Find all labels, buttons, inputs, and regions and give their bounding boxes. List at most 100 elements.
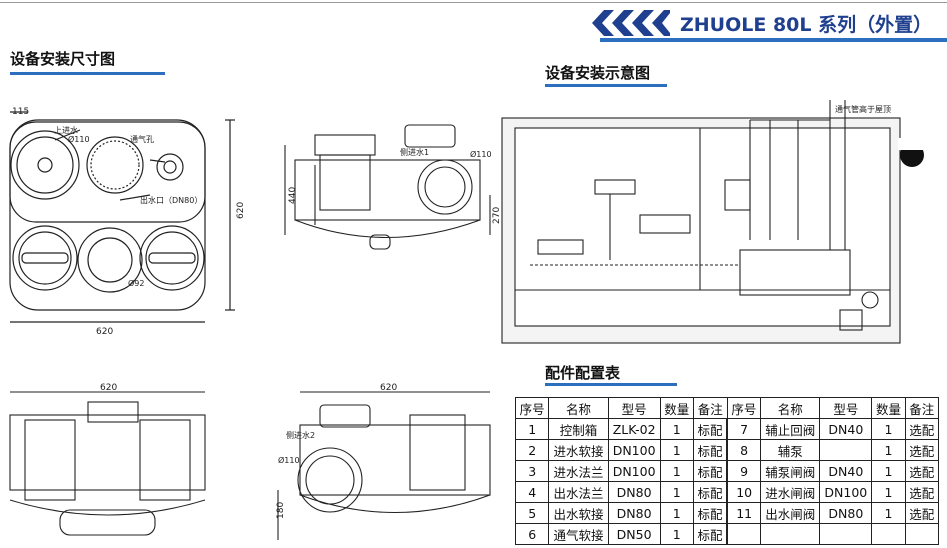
cell: 1 bbox=[514, 418, 550, 440]
section-title-installation: 设备安装示意图 bbox=[545, 64, 651, 82]
chevron-arrows-icon bbox=[592, 10, 670, 36]
col-header: 序号 bbox=[514, 397, 550, 419]
cell: 进水闸阀 bbox=[760, 481, 821, 503]
cell: 选配 bbox=[904, 439, 940, 461]
cell: 选配 bbox=[904, 502, 940, 524]
cell: 11 bbox=[726, 502, 762, 524]
cell: 10 bbox=[726, 481, 762, 503]
col-header: 序号 bbox=[726, 397, 762, 419]
col-header: 型号 bbox=[607, 397, 661, 419]
cell: 选配 bbox=[904, 418, 940, 440]
cell: 出水法兰 bbox=[548, 481, 609, 503]
cell: 1 bbox=[659, 439, 694, 461]
table-row: 6 通气软接 DN50 1 标配 bbox=[514, 523, 940, 545]
col-header: 备注 bbox=[692, 397, 728, 419]
cell: 3 bbox=[514, 460, 550, 482]
top-view-drawing: 115 上进水 Ø110 通气孔 出水口（DN80） Ø92 620 620 bbox=[9, 107, 246, 337]
cell: 选配 bbox=[904, 460, 940, 482]
section-underline bbox=[545, 383, 677, 386]
col-header: 名称 bbox=[548, 397, 609, 419]
cell: 出水闸阀 bbox=[760, 502, 821, 524]
cell: 选配 bbox=[904, 481, 940, 503]
cell: 1 bbox=[871, 502, 906, 524]
cell: 辅止回阀 bbox=[760, 418, 821, 440]
dim-620: 620 bbox=[380, 383, 397, 393]
section-underline bbox=[545, 84, 667, 87]
table-row: 5 出水软接 DN80 1 标配 11 出水闸阀 DN80 1 选配 bbox=[514, 502, 940, 524]
cell: 标配 bbox=[692, 439, 728, 461]
cell: 出水软接 bbox=[548, 502, 609, 524]
col-header: 数量 bbox=[871, 397, 906, 419]
cell: 标配 bbox=[692, 523, 728, 545]
cell: 标配 bbox=[692, 502, 728, 524]
cell: 1 bbox=[659, 481, 694, 503]
side-inlet-2-label: 侧进水2 bbox=[286, 430, 315, 440]
cell: 1 bbox=[659, 502, 694, 524]
side-view-1-drawing: 侧进水1 Ø110 440 270 bbox=[284, 124, 500, 250]
section-title-parts: 配件配置表 bbox=[545, 364, 621, 382]
cell: 通气软接 bbox=[548, 523, 609, 545]
cell: 9 bbox=[726, 460, 762, 482]
cell: 进水法兰 bbox=[548, 460, 609, 482]
cell: 1 bbox=[871, 460, 906, 482]
cell: 1 bbox=[659, 418, 694, 440]
cell: 1 bbox=[659, 460, 694, 482]
cell: DN80 bbox=[819, 502, 873, 524]
installation-diagram: 通气管高于屋顶 bbox=[501, 100, 926, 344]
header-bar bbox=[600, 38, 947, 42]
cell: 7 bbox=[726, 418, 762, 440]
cell: 6 bbox=[514, 523, 550, 545]
cell bbox=[760, 523, 821, 545]
cell: 1 bbox=[871, 481, 906, 503]
table-row: 1 控制箱 ZLK-02 1 标配 7 辅止回阀 DN40 1 选配 bbox=[514, 418, 940, 440]
cell bbox=[871, 523, 906, 545]
cell bbox=[819, 523, 873, 545]
dim-270: 270 bbox=[492, 207, 500, 224]
cell: DN50 bbox=[607, 523, 661, 545]
inlet-top-label: 上进水 bbox=[54, 125, 78, 135]
cell: 标配 bbox=[692, 460, 728, 482]
cell: 控制箱 bbox=[548, 418, 609, 440]
cell bbox=[904, 523, 940, 545]
dim-620-vertical: 620 bbox=[236, 202, 246, 219]
cell: 辅泵 bbox=[760, 439, 821, 461]
series-title: ZHUOLE 80L 系列（外置） bbox=[680, 13, 933, 36]
dim-620-horizontal: 620 bbox=[96, 327, 113, 337]
phi110-label: Ø110 bbox=[470, 149, 492, 159]
cell: 1 bbox=[659, 523, 694, 545]
table-row: 4 出水法兰 DN80 1 标配 10 进水闸阀 DN100 1 选配 bbox=[514, 481, 940, 503]
cell: DN100 bbox=[607, 460, 661, 482]
cell: 5 bbox=[514, 502, 550, 524]
cell: DN40 bbox=[819, 418, 873, 440]
col-header: 型号 bbox=[819, 397, 873, 419]
cell: 1 bbox=[871, 439, 906, 461]
vent-note-label: 通气管高于屋顶 bbox=[835, 104, 891, 114]
phi110-label: Ø110 bbox=[68, 134, 90, 144]
cell: DN80 bbox=[607, 502, 661, 524]
phi110-label: Ø110 bbox=[278, 455, 300, 465]
cell: DN100 bbox=[819, 481, 873, 503]
dim-620: 620 bbox=[100, 383, 117, 393]
table-header-row: 序号 名称 型号 数量 备注 序号 名称 型号 数量 备注 bbox=[514, 397, 940, 419]
outlet-label: 出水口（DN80） bbox=[140, 195, 202, 205]
cell: 2 bbox=[514, 439, 550, 461]
cell: DN100 bbox=[607, 439, 661, 461]
cell bbox=[726, 523, 762, 545]
dim-440: 440 bbox=[288, 187, 298, 204]
top-rule bbox=[0, 2, 947, 3]
phi92-label: Ø92 bbox=[128, 278, 144, 288]
col-header: 数量 bbox=[659, 397, 694, 419]
side-inlet-1-label: 侧进水1 bbox=[400, 147, 429, 157]
vent-hole-label: 通气孔 bbox=[130, 134, 154, 144]
col-header: 名称 bbox=[760, 397, 821, 419]
table-row: 3 进水法兰 DN100 1 标配 9 辅泵闸阀 DN40 1 选配 bbox=[514, 460, 940, 482]
section-title-dimensions: 设备安装尺寸图 bbox=[10, 50, 116, 68]
dim-115: 115 bbox=[12, 107, 29, 117]
side-view-2-drawing: 620 侧进水2 Ø110 180 bbox=[276, 383, 491, 540]
dim-180: 180 bbox=[276, 502, 286, 519]
cell: DN80 bbox=[607, 481, 661, 503]
series-header: ZHUOLE 80L 系列（外置） bbox=[590, 8, 932, 38]
cell: DN40 bbox=[819, 460, 873, 482]
table-row: 2 进水软接 DN100 1 标配 8 辅泵 1 选配 bbox=[514, 439, 940, 461]
cell: 辅泵闸阀 bbox=[760, 460, 821, 482]
